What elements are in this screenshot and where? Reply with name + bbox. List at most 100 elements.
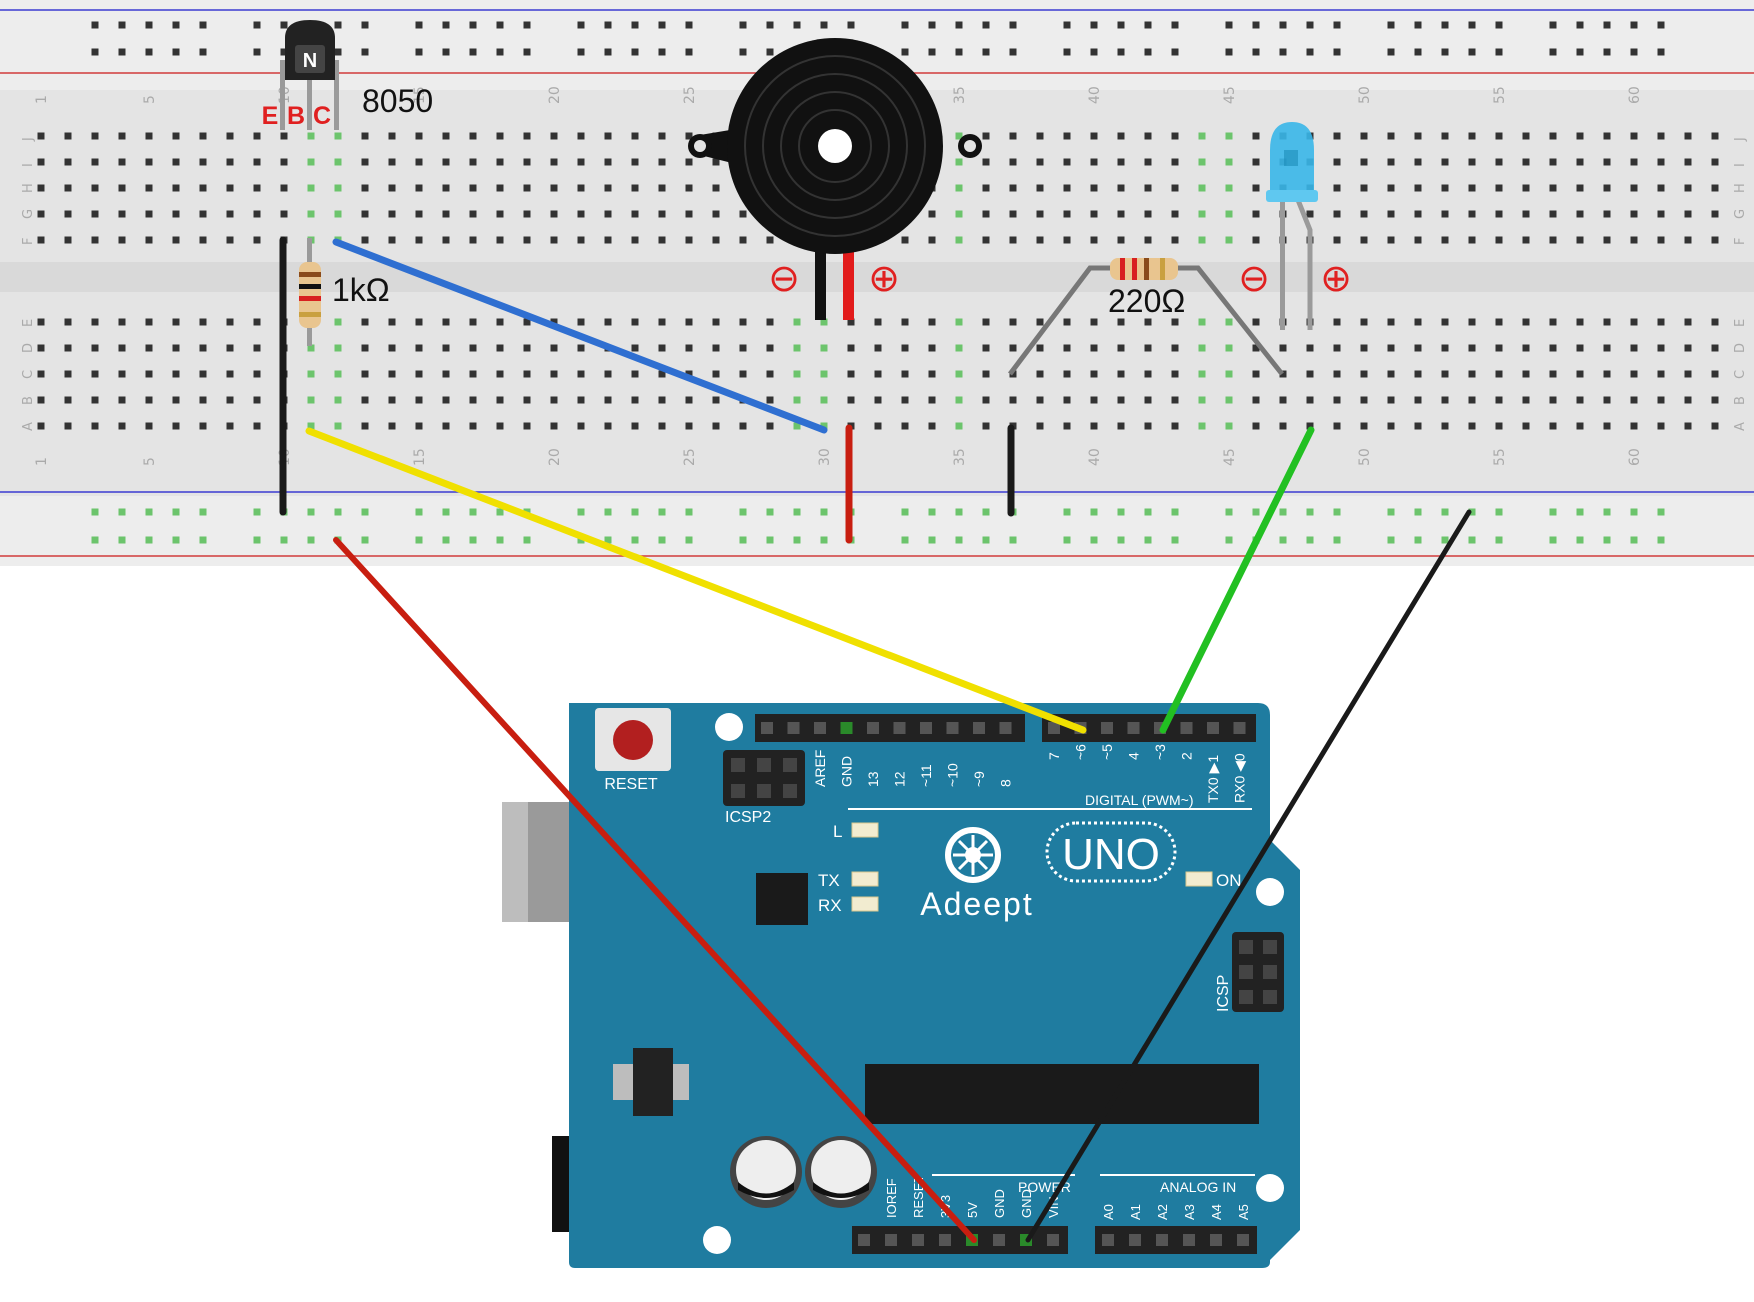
- breadboard-hole: [901, 236, 909, 244]
- rail-hole: [307, 536, 315, 544]
- breadboard-hole: [1387, 344, 1395, 352]
- breadboard-hole: [1279, 370, 1287, 378]
- breadboard-hole: [145, 158, 153, 166]
- breadboard-hole: [1603, 396, 1611, 404]
- breadboard-hole: [415, 132, 423, 140]
- wires: [279, 236, 1472, 1243]
- breadboard-hole: [1171, 422, 1179, 430]
- rail-hole: [1225, 508, 1233, 516]
- rail-hole: [820, 508, 828, 516]
- breadboard-hole: [496, 422, 504, 430]
- breadboard-hole: [1495, 370, 1503, 378]
- breadboard-hole: [1414, 158, 1422, 166]
- rail-hole: [1657, 508, 1665, 516]
- breadboard-hole: [1684, 370, 1692, 378]
- breadboard-hole: [388, 158, 396, 166]
- breadboard-hole: [1063, 132, 1071, 140]
- breadboard-hole: [766, 370, 774, 378]
- breadboard-hole: [253, 344, 261, 352]
- breadboard-hole: [1117, 396, 1125, 404]
- breadboard-hole: [1225, 370, 1233, 378]
- rail-hole: [442, 536, 450, 544]
- rail-hole: [1279, 48, 1287, 56]
- analog-header: [1095, 1226, 1257, 1254]
- breadboard-hole: [874, 422, 882, 430]
- row-letter: D: [21, 343, 36, 353]
- breadboard-hole: [1684, 184, 1692, 192]
- breadboard-hole: [955, 370, 963, 378]
- digital-pin-label: GND: [839, 756, 855, 787]
- breadboard-hole: [1225, 236, 1233, 244]
- rail-hole: [253, 536, 261, 544]
- breadboard-hole: [1009, 210, 1017, 218]
- breadboard-hole: [1576, 318, 1584, 326]
- breadboard-hole: [631, 158, 639, 166]
- breadboard-hole: [1252, 344, 1260, 352]
- breadboard-hole: [658, 318, 666, 326]
- rail-hole: [1171, 21, 1179, 29]
- icsp-label: ICSP: [1215, 975, 1232, 1012]
- breadboard-hole: [1333, 158, 1341, 166]
- breadboard-hole: [1576, 236, 1584, 244]
- breadboard-hole: [37, 318, 45, 326]
- breadboard-hole: [1279, 396, 1287, 404]
- breadboard-hole: [523, 422, 531, 430]
- rail-hole: [1117, 536, 1125, 544]
- digital-pin-socket: [840, 722, 853, 734]
- rail-hole: [1144, 508, 1152, 516]
- breadboard-hole: [1522, 132, 1530, 140]
- breadboard-hole: [982, 184, 990, 192]
- rail-hole: [361, 508, 369, 516]
- breadboard-hole: [1522, 184, 1530, 192]
- breadboard-hole: [1225, 158, 1233, 166]
- breadboard-hole: [685, 370, 693, 378]
- rail-hole: [442, 48, 450, 56]
- breadboard-hole: [1036, 396, 1044, 404]
- rail-hole: [631, 48, 639, 56]
- breadboard-hole: [685, 422, 693, 430]
- digital-pin-label: ~5: [1099, 744, 1115, 760]
- breadboard-hole: [523, 396, 531, 404]
- rail-hole: [982, 21, 990, 29]
- breadboard-hole: [1171, 344, 1179, 352]
- breadboard-hole: [1657, 158, 1665, 166]
- rail-hole: [1387, 48, 1395, 56]
- breadboard-hole: [1198, 158, 1206, 166]
- breadboard-hole: [280, 210, 288, 218]
- breadboard-hole: [199, 318, 207, 326]
- power-pin-label: GND: [992, 1189, 1007, 1218]
- breadboard-hole: [1171, 236, 1179, 244]
- breadboard-hole: [1549, 210, 1557, 218]
- rail-hole: [1414, 48, 1422, 56]
- breadboard-hole: [226, 396, 234, 404]
- breadboard-hole: [1198, 422, 1206, 430]
- breadboard-hole: [658, 158, 666, 166]
- breadboard-hole: [1711, 210, 1719, 218]
- led-plus-symbol: ⊕: [1320, 256, 1352, 300]
- reset-button[interactable]: [595, 708, 671, 771]
- breadboard-hole: [64, 236, 72, 244]
- rail-hole: [955, 536, 963, 544]
- breadboard-hole: [253, 158, 261, 166]
- breadboard-hole: [361, 344, 369, 352]
- breadboard-hole: [1333, 236, 1341, 244]
- breadboard-hole: [631, 396, 639, 404]
- digital-pin-socket: [1101, 722, 1113, 734]
- rail-hole: [1144, 21, 1152, 29]
- breadboard-hole: [1360, 396, 1368, 404]
- breadboard-hole: [550, 210, 558, 218]
- rail-hole: [577, 508, 585, 516]
- breadboard-hole: [1171, 318, 1179, 326]
- digital-pin-socket: [973, 722, 985, 734]
- breadboard-hole: [1009, 318, 1017, 326]
- breadboard-hole: [469, 184, 477, 192]
- breadboard-hole: [334, 318, 342, 326]
- power-pin-label: 5V: [965, 1202, 980, 1218]
- breadboard-hole: [1495, 132, 1503, 140]
- breadboard-hole: [874, 396, 882, 404]
- breadboard-hole: [1630, 184, 1638, 192]
- analog-pin-socket: [1129, 1234, 1141, 1246]
- breadboard-hole: [712, 344, 720, 352]
- column-number: 15: [412, 448, 428, 466]
- breadboard-hole: [793, 344, 801, 352]
